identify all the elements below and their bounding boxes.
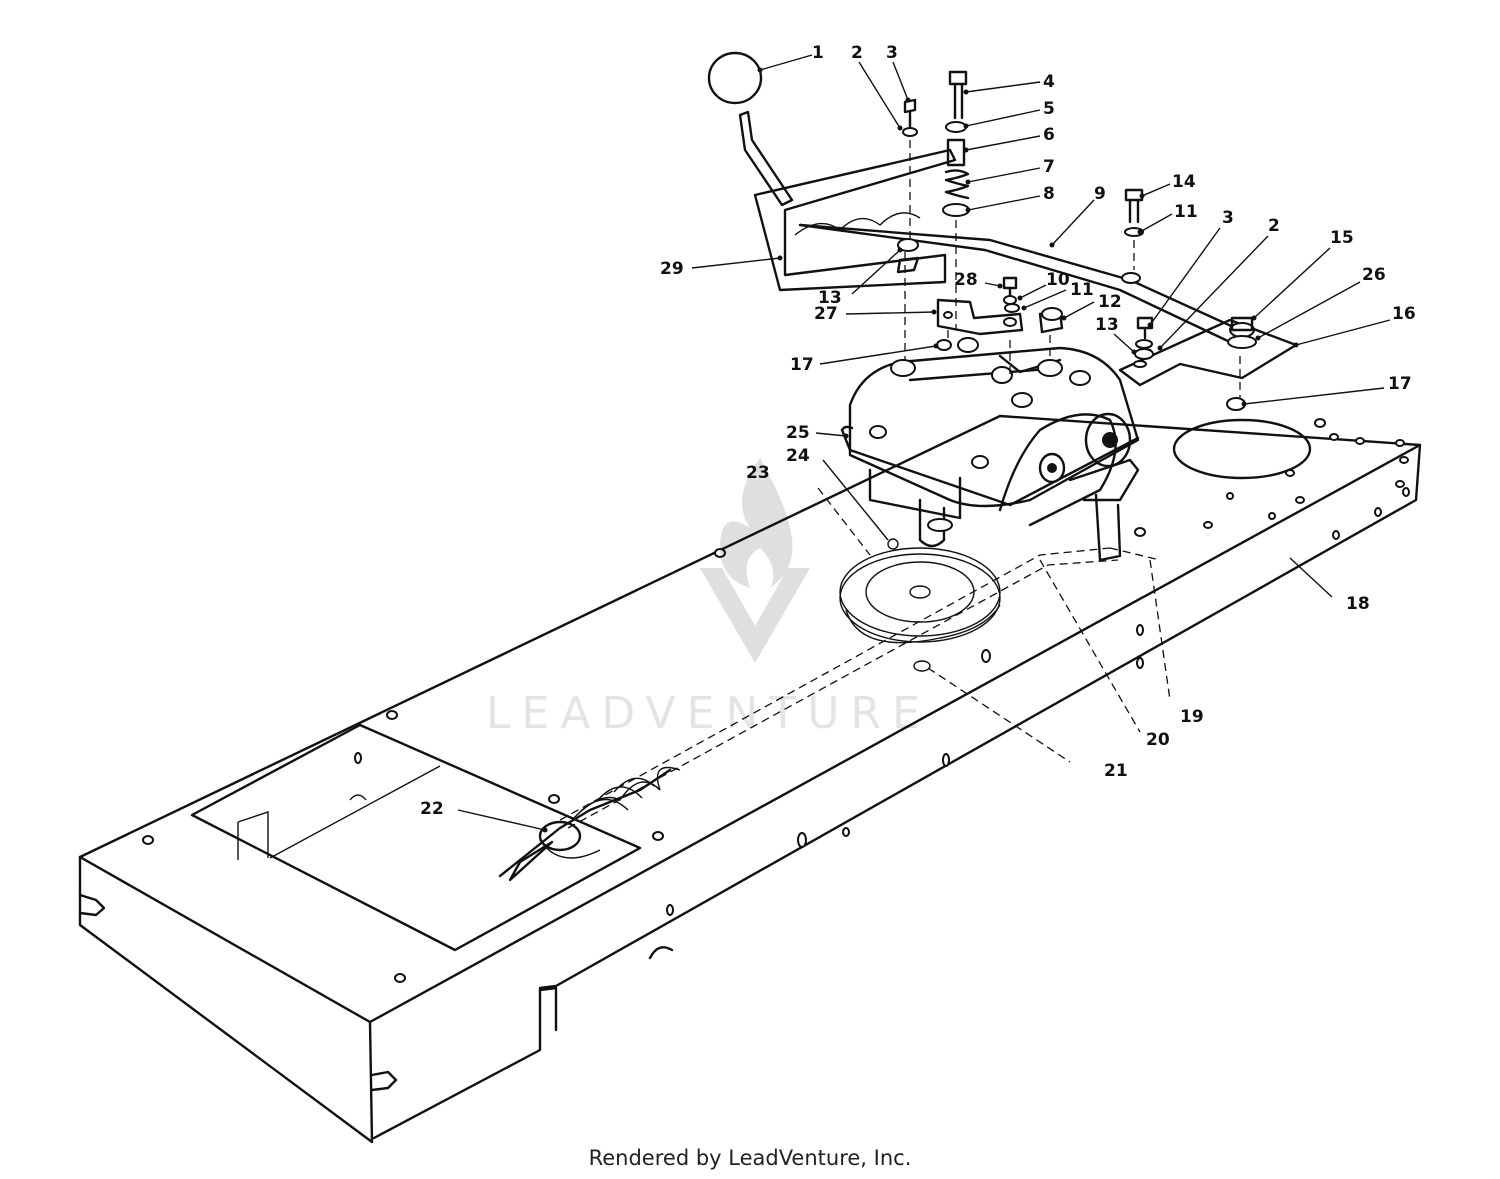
callout-20: 20	[1146, 730, 1170, 750]
callout-13-rear: 13	[1095, 315, 1119, 335]
callout-11-upper: 11	[1174, 202, 1198, 222]
callout-14: 14	[1172, 172, 1196, 192]
chassis-frame	[78, 414, 1422, 1144]
callout-10: 10	[1046, 270, 1070, 290]
callout-13-front: 13	[818, 288, 842, 308]
leadventure-watermark-logo	[700, 458, 810, 663]
callout-2: 2	[851, 43, 863, 63]
callout-5: 5	[1043, 99, 1055, 119]
callout-22: 22	[420, 799, 444, 819]
callout-6: 6	[1043, 125, 1055, 145]
callout-leaders	[457, 54, 1391, 833]
callout-11-lower: 11	[1070, 280, 1094, 300]
pulley-assembly	[559, 487, 1171, 829]
callout-27: 27	[814, 304, 838, 324]
callout-18: 18	[1346, 594, 1370, 614]
callout-21: 21	[1104, 761, 1128, 781]
linkage-plates	[936, 276, 1064, 380]
rear-plates	[1118, 316, 1298, 411]
callout-24: 24	[786, 446, 810, 466]
callout-3: 3	[886, 43, 898, 63]
callout-19: 19	[1180, 707, 1204, 727]
callout-4: 4	[1043, 72, 1055, 92]
callout-16: 16	[1392, 304, 1416, 324]
callout-7: 7	[1043, 157, 1055, 177]
hardware-stack	[902, 70, 1144, 360]
callout-29: 29	[660, 259, 684, 279]
spring-linkage	[498, 766, 681, 882]
shift-lever	[707, 51, 794, 207]
callout-17-front: 17	[790, 355, 814, 375]
callout-25: 25	[786, 423, 810, 443]
frame-holes	[142, 418, 1410, 983]
callout-12: 12	[1098, 292, 1122, 312]
callout-3-rear: 3	[1222, 208, 1234, 228]
callout-26: 26	[1362, 265, 1386, 285]
callout-1: 1	[812, 43, 824, 63]
watermark-text: LEADVENTURE	[486, 688, 931, 739]
callout-15: 15	[1330, 228, 1354, 248]
callout-17-rear: 17	[1388, 374, 1412, 394]
transaxle-housing	[840, 337, 1140, 562]
callout-2-rear: 2	[1268, 216, 1280, 236]
callout-9: 9	[1094, 184, 1106, 204]
callout-23: 23	[746, 463, 770, 483]
render-credit: Rendered by LeadVenture, Inc.	[588, 1146, 912, 1170]
callout-28: 28	[954, 270, 978, 290]
callout-8: 8	[1043, 184, 1055, 204]
